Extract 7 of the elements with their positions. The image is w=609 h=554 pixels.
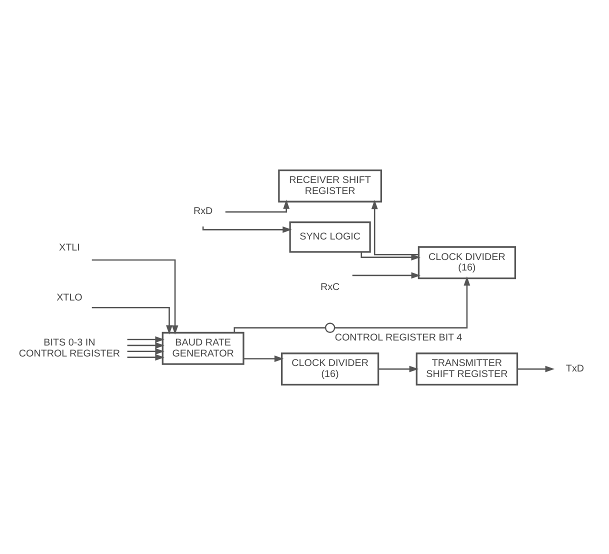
node-text: XTLI [59, 242, 80, 253]
node-text: RxD [193, 206, 213, 217]
node-label: CONTROL REGISTER BIT 4 [334, 332, 462, 343]
node-text: TxD [566, 363, 584, 374]
node-text: RxC [320, 281, 340, 292]
node-text: BITS 0-3 IN CONTROL REGISTER [18, 337, 120, 359]
node-text: XTLO [56, 292, 82, 304]
